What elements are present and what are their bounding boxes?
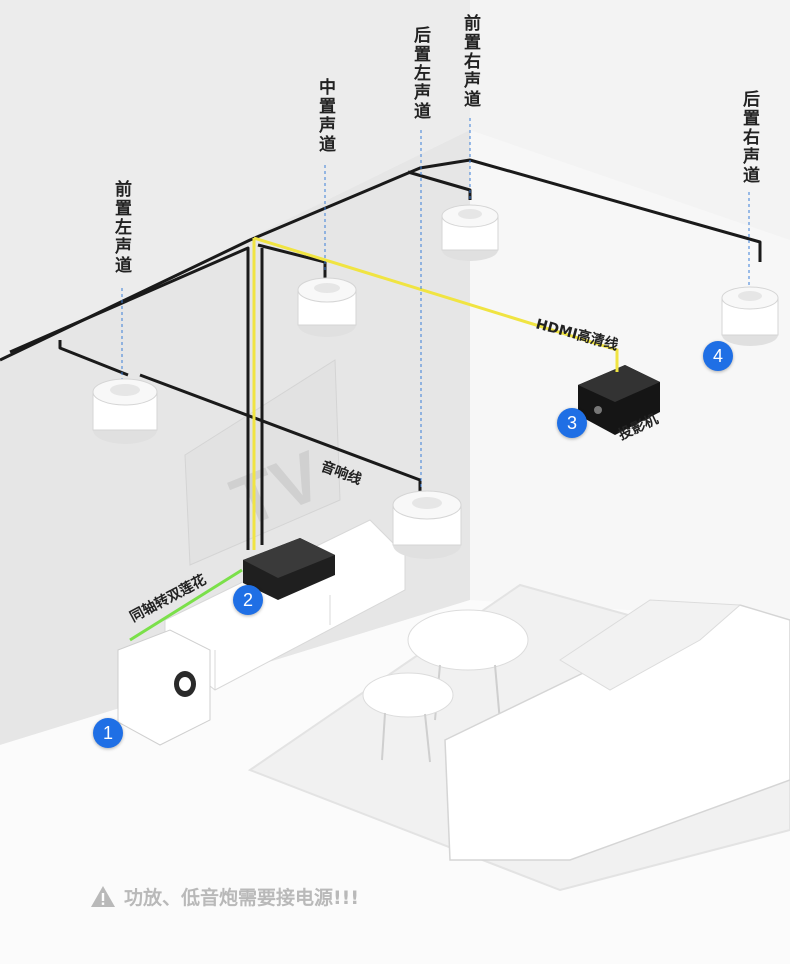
coffee-table-large xyxy=(407,609,529,671)
badge-subwoofer: 1 xyxy=(93,718,123,748)
label-rear-right: 后置右声道 xyxy=(739,90,759,185)
label-center: 中置声道 xyxy=(315,78,335,154)
speaker-rear-right xyxy=(721,286,779,346)
warning-triangle-icon xyxy=(91,886,115,907)
warning-text: 功放、低音炮需要接电源!!! xyxy=(124,887,359,909)
left-wall xyxy=(0,0,470,360)
power-warning: 功放、低音炮需要接电源!!! xyxy=(90,883,359,910)
leader-lines xyxy=(121,118,750,490)
speaker-front-right xyxy=(441,204,499,261)
speaker-center xyxy=(297,277,357,337)
speaker-rear-left xyxy=(392,490,462,559)
hdmi-wire xyxy=(253,236,619,372)
speaker-front-left xyxy=(92,378,158,444)
label-rear-left: 后置左声道 xyxy=(410,26,430,121)
coffee-table-small xyxy=(362,672,454,718)
label-front-left: 前置左声道 xyxy=(111,180,131,275)
label-front-right: 前置右声道 xyxy=(460,14,480,109)
badge-rear-right: 4 xyxy=(703,341,733,371)
badge-amplifier: 2 xyxy=(233,585,263,615)
badge-projector: 3 xyxy=(557,408,587,438)
coax-wire xyxy=(129,568,243,642)
